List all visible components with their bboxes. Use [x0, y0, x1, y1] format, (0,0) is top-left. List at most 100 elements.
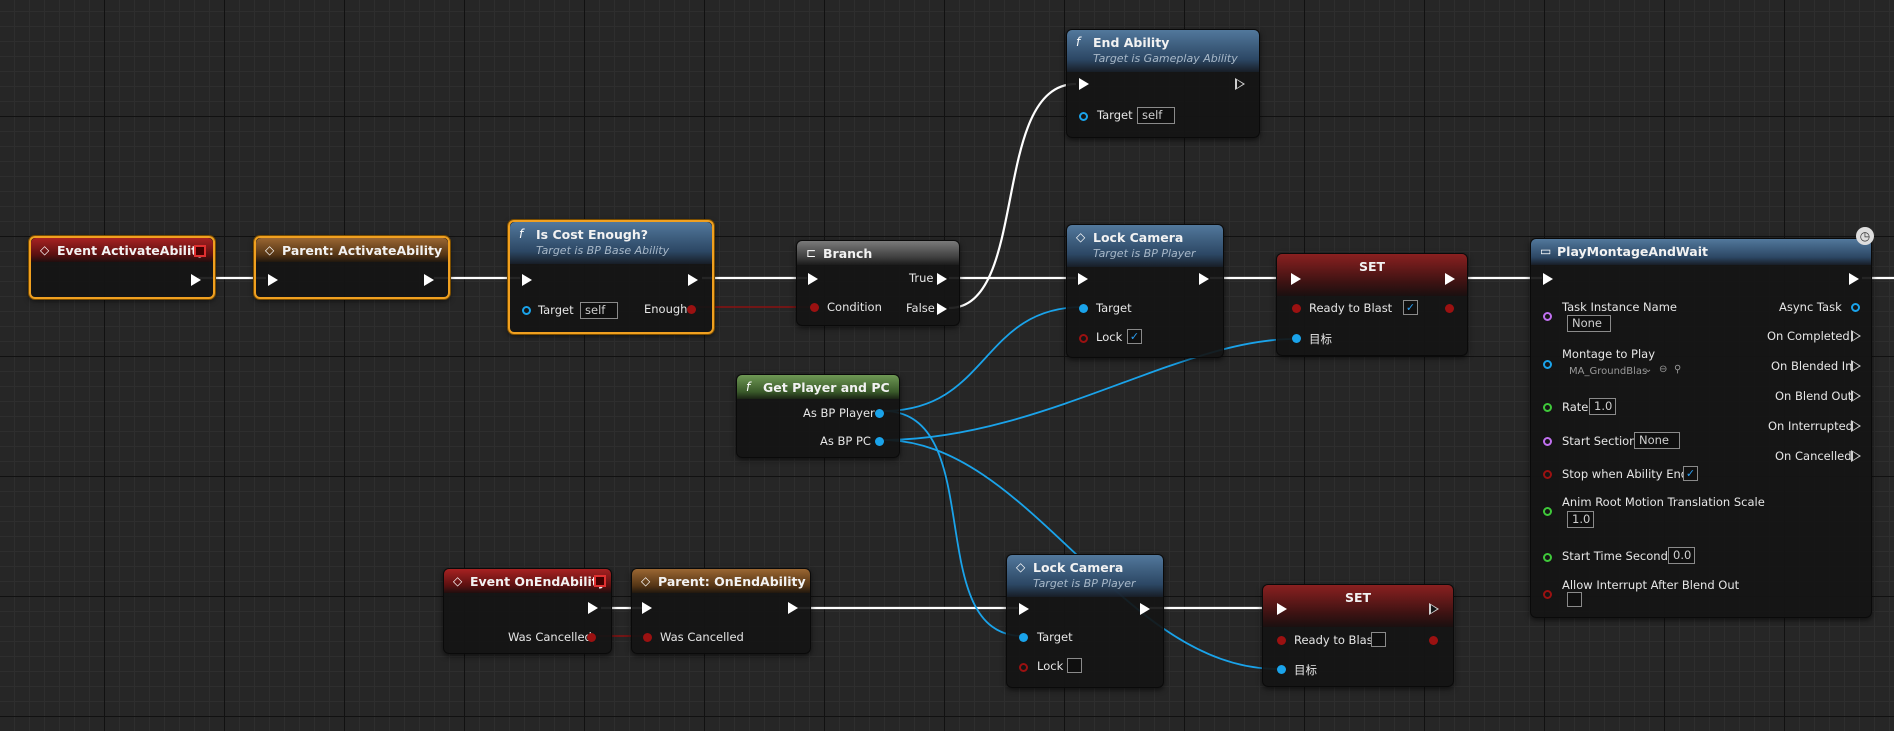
exec-in-pin[interactable] — [522, 274, 532, 286]
diamond-event-icon: ◇ — [1016, 560, 1026, 574]
start-time-field[interactable]: 0.0 — [1668, 547, 1695, 564]
function-f-icon: f — [519, 227, 524, 241]
object-wire — [882, 306, 1084, 412]
exec-out-pin[interactable] — [1140, 603, 1150, 615]
exec-in-pin[interactable] — [1019, 603, 1029, 615]
stop-icon — [194, 245, 206, 257]
task-instance-pin[interactable] — [1543, 312, 1552, 321]
stop-icon — [594, 575, 606, 587]
exec-in-pin[interactable] — [1078, 273, 1088, 285]
node-set-1[interactable]: SET Ready to Blast ✓ 目标 — [1276, 253, 1468, 356]
as-bp-pc-pin[interactable] — [875, 437, 884, 446]
allow-interrupt-pin[interactable] — [1543, 590, 1552, 599]
rate-field[interactable]: 1.0 — [1589, 398, 1616, 415]
on-interrupted-pin[interactable] — [1851, 420, 1861, 432]
anim-root-pin[interactable] — [1543, 507, 1552, 516]
exec-in-pin[interactable] — [1079, 78, 1089, 90]
node-branch[interactable]: ⊏Branch True Condition False — [796, 240, 960, 326]
ready-to-blast-output-pin[interactable] — [1445, 304, 1454, 313]
target-pin[interactable] — [1277, 665, 1286, 674]
exec-in-pin[interactable] — [1543, 273, 1553, 285]
was-cancelled-in-pin[interactable] — [643, 633, 652, 642]
node-play-montage-and-wait[interactable]: ▭PlayMontageAndWait ◷ Task Instance Name… — [1530, 227, 1874, 618]
ready-to-blast-pin[interactable] — [1292, 304, 1301, 313]
exec-false-pin[interactable] — [937, 303, 947, 315]
search-icon[interactable]: ⚲ — [1674, 364, 1682, 375]
exec-out-pin[interactable] — [1199, 273, 1209, 285]
rate-pin[interactable] — [1543, 403, 1552, 412]
lock-checkbox[interactable] — [1067, 658, 1082, 673]
on-completed-pin[interactable] — [1851, 330, 1861, 342]
exec-true-pin[interactable] — [937, 273, 947, 285]
stop-when-ends-pin[interactable] — [1543, 470, 1552, 479]
exec-out-pin[interactable] — [1235, 78, 1245, 90]
node-parent-on-end-ability[interactable]: ◇Parent: OnEndAbility Was Cancelled — [631, 568, 811, 654]
use-asset-icon[interactable]: ⊖ — [1659, 364, 1668, 375]
node-event-on-end-ability[interactable]: ◇Event OnEndAbility Was Cancelled — [443, 568, 612, 654]
diamond-event-icon: ◇ — [40, 243, 50, 257]
exec-in-pin[interactable] — [268, 274, 278, 286]
target-value-field[interactable]: self — [580, 302, 618, 319]
clock-icon: ◷ — [1856, 227, 1874, 245]
exec-in-pin[interactable] — [1277, 603, 1287, 615]
exec-out-pin[interactable] — [588, 602, 598, 614]
lock-pin[interactable] — [1019, 663, 1028, 672]
target-pin[interactable] — [1292, 334, 1301, 343]
as-bp-player-pin[interactable] — [875, 409, 884, 418]
ready-to-blast-output-pin[interactable] — [1429, 636, 1438, 645]
start-time-pin[interactable] — [1543, 553, 1552, 562]
function-f-icon: f — [1076, 35, 1081, 49]
exec-out-pin[interactable] — [688, 274, 698, 286]
diamond-event-icon: ◇ — [265, 243, 275, 257]
async-task-pin[interactable] — [1851, 303, 1860, 312]
lock-checkbox[interactable]: ✓ — [1127, 329, 1142, 344]
exec-out-pin[interactable] — [1429, 603, 1439, 615]
target-pin[interactable] — [1019, 633, 1028, 642]
enough-output-pin[interactable] — [687, 305, 696, 314]
exec-out-pin[interactable] — [191, 274, 201, 286]
node-set-2[interactable]: SET Ready to Blast 目标 — [1262, 584, 1454, 687]
start-section-pin[interactable] — [1543, 437, 1552, 446]
allow-interrupt-checkbox[interactable] — [1567, 592, 1582, 607]
exec-in-pin[interactable] — [642, 602, 652, 614]
montage-dropdown[interactable]: MA_GroundBlas — [1569, 366, 1648, 377]
task-instance-field[interactable]: None — [1567, 315, 1611, 332]
function-f-icon: f — [746, 380, 751, 394]
exec-out-pin[interactable] — [424, 274, 434, 286]
ready-to-blast-checkbox[interactable]: ✓ — [1403, 300, 1418, 315]
diamond-event-icon: ◇ — [1076, 230, 1086, 244]
exec-in-pin[interactable] — [808, 273, 818, 285]
anim-root-field[interactable]: 1.0 — [1567, 511, 1594, 528]
lock-pin[interactable] — [1079, 334, 1088, 343]
chevron-down-icon[interactable]: ⌄ — [1644, 364, 1653, 375]
node-parent-activate-ability[interactable]: ◇Parent: ActivateAbility — [254, 236, 450, 299]
exec-out-pin[interactable] — [1849, 273, 1859, 285]
diamond-event-icon: ◇ — [453, 574, 463, 588]
exec-out-pin[interactable] — [788, 602, 798, 614]
montage-pin[interactable] — [1543, 360, 1552, 369]
target-pin[interactable] — [1079, 112, 1088, 121]
branch-icon: ⊏ — [806, 246, 817, 260]
on-cancelled-pin[interactable] — [1851, 450, 1861, 462]
exec-wire — [948, 82, 1077, 310]
ready-to-blast-checkbox[interactable] — [1371, 632, 1386, 647]
node-event-activate-ability[interactable]: ◇Event ActivateAbility — [29, 236, 215, 299]
stop-when-ends-checkbox[interactable]: ✓ — [1683, 466, 1698, 481]
target-pin[interactable] — [1079, 304, 1088, 313]
exec-out-pin[interactable] — [1445, 273, 1455, 285]
was-cancelled-pin[interactable] — [587, 633, 596, 642]
on-blended-in-pin[interactable] — [1851, 360, 1861, 372]
target-value-field[interactable]: self — [1137, 107, 1175, 124]
object-wire — [882, 338, 1295, 441]
ready-to-blast-pin[interactable] — [1277, 636, 1286, 645]
condition-pin[interactable] — [810, 303, 819, 312]
start-section-field[interactable]: None — [1634, 432, 1680, 449]
exec-in-pin[interactable] — [1291, 273, 1301, 285]
on-blend-out-pin[interactable] — [1851, 390, 1861, 402]
target-pin[interactable] — [522, 306, 531, 315]
